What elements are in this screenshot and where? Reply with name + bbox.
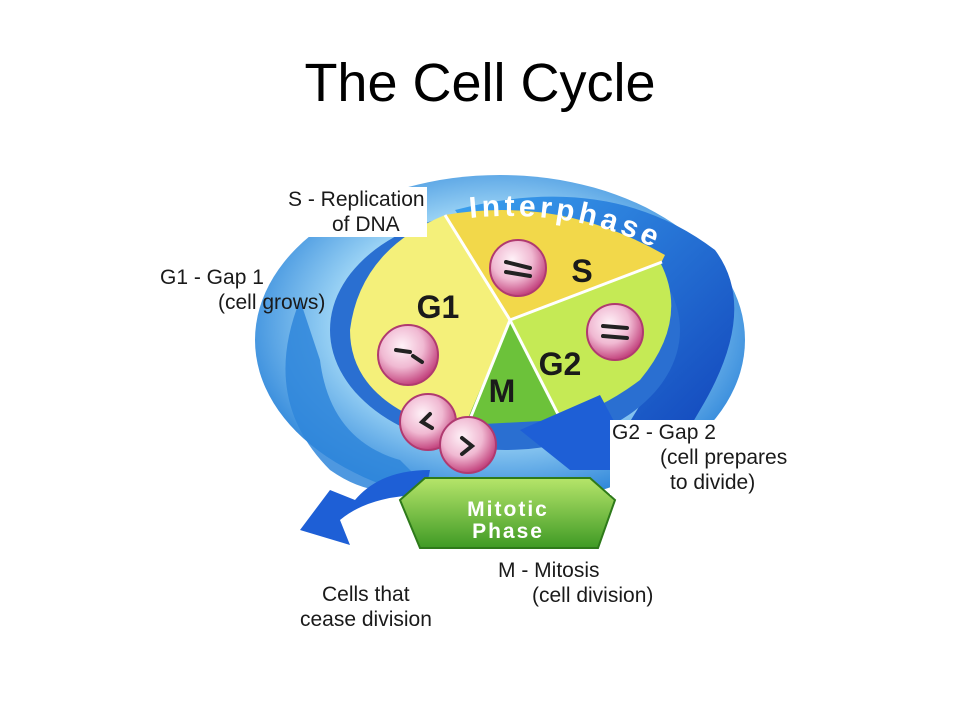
g1-description-line1: G1 - Gap 1 <box>160 266 264 289</box>
g2-description: G2 - Gap 2 (cell prepares to divide) <box>610 420 790 495</box>
s-letter: S <box>571 253 592 289</box>
s-sector <box>445 210 665 320</box>
phase-label: Phase <box>472 520 544 543</box>
cease-division-line2: cease division <box>300 608 432 631</box>
s-description-line2: of DNA <box>332 213 400 236</box>
cell-g1-phase <box>377 324 439 386</box>
g1-description-line2: (cell grows) <box>218 291 326 314</box>
mitotic-label: Mitotic <box>467 498 549 521</box>
g1-description: G1 - Gap 1 (cell grows) <box>160 265 325 315</box>
g1-letter: G1 <box>417 289 460 325</box>
g2-description-line3: to divide) <box>670 471 756 494</box>
m-description-line2: (cell division) <box>532 584 654 607</box>
cease-division-description: Cells that cease division <box>300 582 432 632</box>
mitotic-phase-band: Mitotic Phase <box>398 477 617 549</box>
cell-dividing <box>399 393 497 474</box>
m-description: M - Mitosis (cell division) <box>498 558 653 608</box>
s-description-line1: S - Replication <box>288 188 425 211</box>
g2-description-line2: (cell prepares <box>660 446 788 469</box>
interphase-arrow <box>455 196 735 470</box>
cease-division-line1: Cells that <box>322 583 410 606</box>
cell-s-phase <box>489 239 547 297</box>
cease-division-arrow <box>300 470 430 545</box>
m-letter: M <box>489 373 516 409</box>
g2-letter: G2 <box>539 346 582 382</box>
m-description-line1: M - Mitosis <box>498 559 600 582</box>
s-description: S - Replication of DNA <box>286 187 427 237</box>
cell-g2-phase <box>586 303 644 361</box>
m-sector <box>465 320 560 425</box>
page-title: The Cell Cycle <box>304 53 656 113</box>
g2-description-line1: G2 - Gap 2 <box>612 421 716 444</box>
